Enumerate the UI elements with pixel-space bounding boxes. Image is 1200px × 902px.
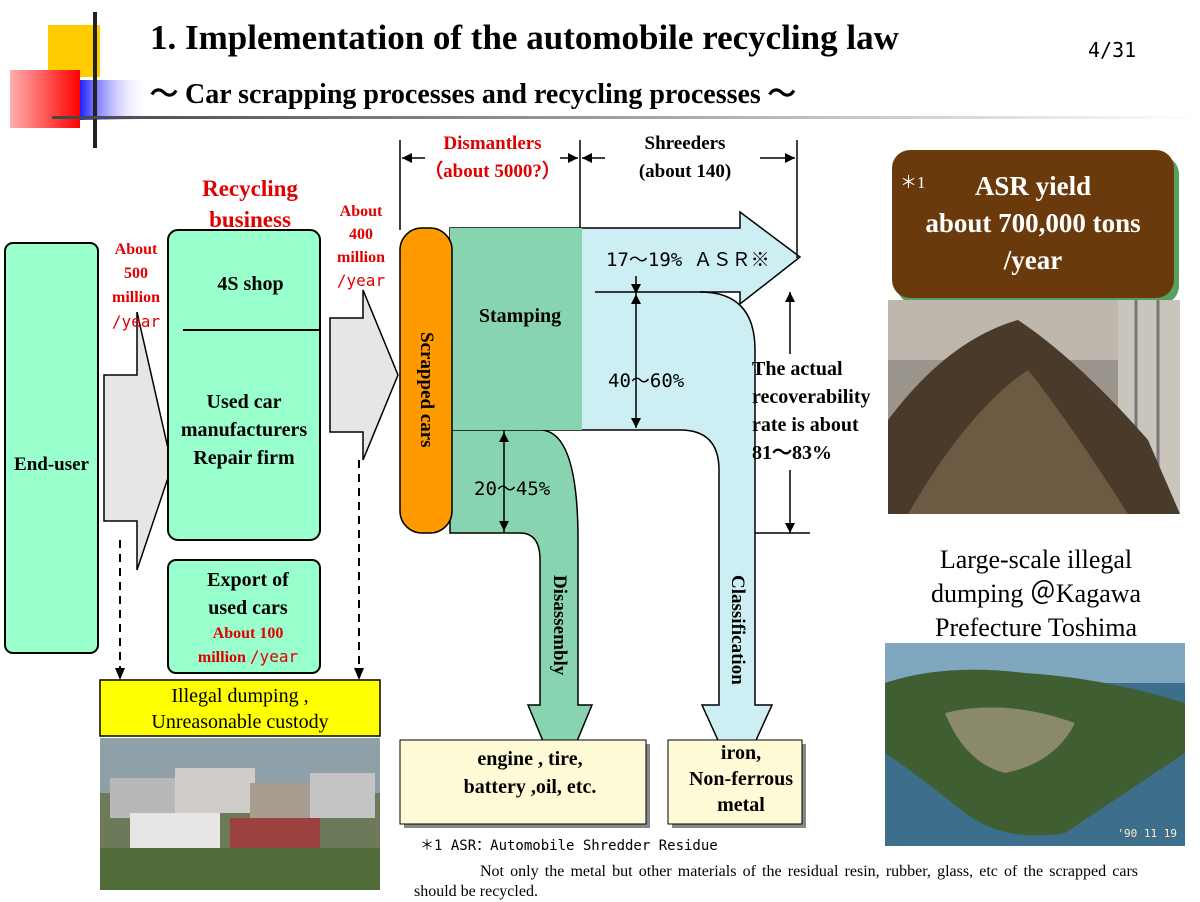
shop-label: 4S shop xyxy=(217,272,284,295)
flow-arrow-2 xyxy=(329,289,399,461)
output-engine-label: engine , tire,battery ,oil, etc. xyxy=(463,748,597,798)
output-iron-box xyxy=(667,739,803,825)
bottom-note: Not only the metal but other materials o… xyxy=(414,863,1138,900)
asr-pile-photo xyxy=(888,300,1180,514)
page-number: 4/31 xyxy=(1088,38,1137,62)
page-subtitle: ～ Car scrapping processes and recycling … xyxy=(150,79,796,110)
percentage-40-60-label: 40～60% xyxy=(608,370,685,392)
asr-footnote-mark: ＊1 xyxy=(900,173,926,192)
scrapped-cars-photo xyxy=(100,738,380,890)
scrapped-cars-label: Scrapped cars xyxy=(416,332,437,448)
disassembly-label: Disassembly xyxy=(549,574,570,676)
export-box xyxy=(167,559,321,674)
photo-timestamp: '90 11 19 xyxy=(1117,827,1177,840)
end-user-box xyxy=(4,242,99,654)
flow-arrow-1 xyxy=(103,311,173,571)
illegal-dumping-box xyxy=(99,679,381,737)
stamping-block xyxy=(450,228,582,430)
dismantlers-label: Dismantlers（about 5000?） xyxy=(424,133,561,182)
shredders-label: Shreeders(about 140) xyxy=(638,133,732,182)
end-user-label: End-user xyxy=(14,454,89,475)
stamping-label: Stamping xyxy=(478,304,562,327)
header-decoration xyxy=(0,0,1200,150)
classification-label: Classification xyxy=(727,575,748,685)
disassembly-path xyxy=(449,429,594,784)
output-engine-box xyxy=(399,739,647,825)
toshima-aerial-photo: '90 11 19 xyxy=(885,643,1185,846)
percentage-20-45-label: 20～45% xyxy=(474,478,551,500)
asr-percentage-label: 17～19% ＡＳＲ※ xyxy=(606,249,770,271)
recycling-business-box xyxy=(167,229,321,541)
scrapped-cars-bar xyxy=(399,227,453,534)
asr-yield-box xyxy=(892,150,1174,298)
illegal-dumping-label: Illegal dumping ,Unreasonable custody xyxy=(151,685,329,733)
asr-footnote: ＊1 ASR：Automobile Shredder Residue xyxy=(420,838,718,854)
page-title: 1. Implementation of the automobile recy… xyxy=(150,18,899,57)
